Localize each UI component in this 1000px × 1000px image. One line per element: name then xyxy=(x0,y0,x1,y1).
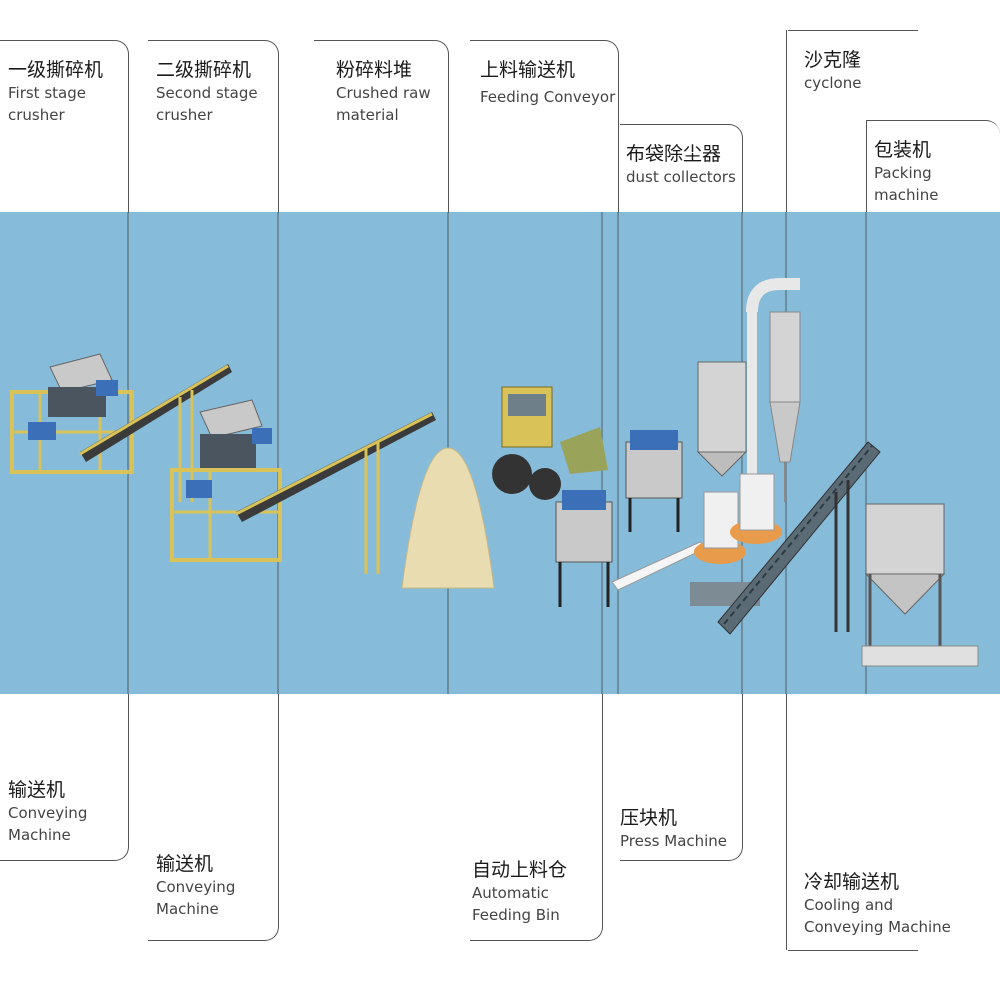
label-automatic-feeding-bin: 自动上料仓 Automatic Feeding Bin xyxy=(472,858,567,926)
label-en: Automatic Feeding Bin xyxy=(472,884,560,924)
label-press-machine: 压块机 Press Machine xyxy=(620,806,727,852)
label-en: dust collectors xyxy=(626,168,736,186)
conveyor-2-belt xyxy=(236,412,436,522)
first-stage-crusher-illustration xyxy=(10,353,134,474)
label-en: cyclone xyxy=(804,74,862,92)
label-zh: 二级撕碎机 xyxy=(156,59,252,81)
bracket-packing-machine-stem xyxy=(866,120,867,212)
label-packing-machine: 包装机 Packing machine xyxy=(874,138,1000,206)
label-en: Feeding Conveyor xyxy=(480,88,616,106)
label-zh: 布袋除尘器 xyxy=(626,143,722,165)
dust-collector-illustration xyxy=(696,361,748,477)
label-zh: 输送机 xyxy=(8,779,66,801)
label-zh: 一级撕碎机 xyxy=(8,59,104,81)
packing-machine-illustration xyxy=(861,503,979,667)
label-zh: 输送机 xyxy=(156,853,214,875)
label-zh: 粉碎料堆 xyxy=(336,59,413,81)
label-en: First stage crusher xyxy=(8,84,86,124)
label-zh: 冷却输送机 xyxy=(804,871,900,893)
crushed-material-pile xyxy=(401,447,495,589)
label-crushed-raw-material: 粉碎料堆 Crushed raw material xyxy=(336,58,431,126)
label-conveying-machine-2: 输送机 Conveying Machine xyxy=(156,852,235,920)
label-en: Packing machine xyxy=(874,164,939,204)
cyclone-illustration xyxy=(746,278,801,502)
press-machine-illustration xyxy=(690,473,782,606)
bracket-cyclone-stem xyxy=(786,30,787,212)
process-background-band xyxy=(0,212,1000,694)
label-second-stage-crusher: 二级撕碎机 Second stage crusher xyxy=(156,58,258,126)
label-en: Crushed raw material xyxy=(336,84,431,124)
second-stage-crusher-illustration xyxy=(170,399,282,562)
label-first-stage-crusher: 一级撕碎机 First stage crusher xyxy=(8,58,103,126)
bracket-cooling-stem xyxy=(786,694,787,950)
label-en: Conveying Machine xyxy=(156,878,236,918)
label-zh: 压块机 xyxy=(620,807,678,829)
label-en: Conveying Machine xyxy=(8,804,88,844)
loader-illustration xyxy=(492,386,608,500)
process-scene xyxy=(10,212,979,694)
label-dust-collectors: 布袋除尘器 dust collectors xyxy=(626,142,736,188)
press-feeder-illustration xyxy=(625,430,683,532)
feeding-bin-illustration xyxy=(555,490,613,607)
label-zh: 自动上料仓 xyxy=(472,859,568,881)
cooling-conveyor-illustration xyxy=(717,441,881,635)
label-zh: 沙克隆 xyxy=(804,49,862,71)
label-en: Cooling and Conveying Machine xyxy=(804,896,951,936)
label-zh: 上料输送机 xyxy=(480,59,576,81)
label-en: Press Machine xyxy=(620,832,728,850)
label-feeding-conveyor: 上料输送机 Feeding Conveyor xyxy=(480,58,615,108)
conveyor-1-belt xyxy=(80,364,232,462)
label-zh: 包装机 xyxy=(874,139,932,161)
label-conveying-machine-1: 输送机 Conveying Machine xyxy=(8,778,87,846)
label-cooling-conveying-machine: 冷却输送机 Cooling and Conveying Machine xyxy=(804,870,951,938)
label-cyclone: 沙克隆 cyclone xyxy=(804,48,861,94)
label-en: Second stage crusher xyxy=(156,84,258,124)
